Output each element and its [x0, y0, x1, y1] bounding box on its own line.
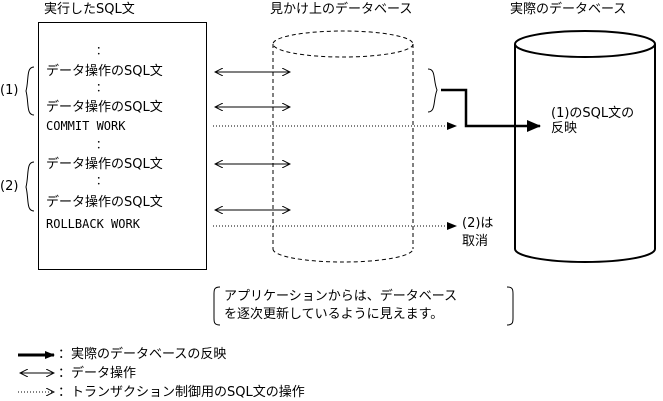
- actual-db-cylinder: [514, 30, 656, 263]
- reflect-arrow: [441, 88, 541, 132]
- sql-ellipsis-4: ：: [96, 174, 107, 187]
- sql-ellipsis-1: ：: [96, 44, 107, 57]
- legend-tx-op-label: ：トランザクション制御用のSQL文の操作: [58, 385, 305, 400]
- result-brace: [427, 68, 438, 113]
- sql-rollback: ROLLBACK WORK: [46, 217, 140, 231]
- sql-data-op-3: データ操作のSQL文: [46, 157, 163, 172]
- sql-commit: COMMIT WORK: [46, 119, 126, 133]
- note-bracket-left: [213, 286, 221, 326]
- header-executed-sql: 実行したSQL文: [44, 2, 135, 17]
- header-actual-db: 実際のデータベース: [510, 2, 627, 17]
- note-line1: アプリケーションからは、データベース: [224, 289, 458, 304]
- group2-brace: [25, 161, 35, 212]
- note-line2: を逐次更新しているように見えます。: [224, 307, 444, 322]
- result-cancel-line1: (2)は: [462, 216, 494, 231]
- sql-box: [38, 22, 207, 270]
- sql-data-op-4: データ操作のSQL文: [46, 195, 163, 210]
- legend-data-op-label: ：データ操作: [58, 366, 137, 381]
- group1-label: (1): [0, 83, 19, 98]
- group2-label: (2): [0, 179, 19, 194]
- group1-brace: [25, 66, 35, 116]
- data-op-arrows: [215, 72, 290, 210]
- note-bracket-right: [506, 286, 514, 326]
- apparent-db-cylinder: [272, 30, 414, 263]
- header-apparent-db: 見かけ上のデータベース: [270, 2, 413, 17]
- sql-ellipsis-2: ：: [96, 81, 107, 94]
- sql-data-op-2: データ操作のSQL文: [46, 100, 163, 115]
- sql-data-op-1: データ操作のSQL文: [46, 64, 163, 79]
- tx-arrows: [213, 122, 457, 230]
- sql-ellipsis-3: ：: [96, 138, 107, 151]
- legend-reflect-label: ：実際のデータベースの反映: [58, 347, 227, 362]
- result-reflect: (1)のSQL文の反映: [551, 106, 635, 136]
- result-cancel-line2: 取消: [462, 234, 489, 249]
